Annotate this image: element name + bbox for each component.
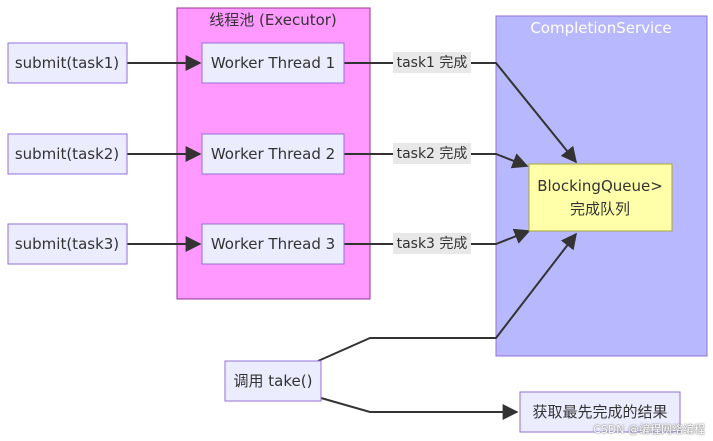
edge-label-bg-2: [393, 143, 471, 164]
edge-take-queue: [317, 232, 577, 362]
result-box: [519, 391, 681, 433]
watermark: CSDN @编程网络编程: [593, 423, 705, 436]
take-label: 调用 take(): [234, 372, 313, 390]
result-label: 获取最先完成的结果: [532, 403, 667, 421]
worker-thread-1-node: [201, 42, 345, 84]
edge-label-task1-done: task1 完成: [397, 55, 468, 71]
submit-task2-node: [7, 133, 128, 175]
completion-queue-label: 完成队列: [570, 200, 630, 218]
edge-take-result: [320, 397, 519, 420]
result-node: 获取最先完成的结果: [519, 391, 681, 433]
take-node: 调用 take(): [224, 360, 322, 402]
completion-service-cluster-title: CompletionService: [530, 19, 671, 37]
submit-task1-node: [7, 42, 128, 84]
blocking-queue-box: [528, 163, 673, 232]
worker-thread-3-node: [201, 223, 345, 265]
submit-task2-label: submit(task2): [15, 145, 119, 163]
executor-cluster-title: 线程池 (Executor): [209, 11, 337, 29]
blocking-queue-node: BlockingQueue> 完成队列: [528, 163, 673, 232]
edges: [127, 55, 578, 420]
edge-label-task2-done: task2 完成: [397, 146, 468, 162]
edge-label-bg-1: [393, 52, 471, 73]
worker-nodes: Worker Thread 1 Worker Thread 2 Worker T…: [201, 42, 345, 265]
edge-labels: task1 完成 task2 完成 task3 完成: [393, 52, 471, 254]
edge-label-task3-done: task3 完成: [397, 236, 468, 252]
worker-thread-3-label: Worker Thread 3: [211, 235, 335, 253]
submit-task3-node: [7, 223, 128, 265]
submit-nodes: submit(task1) submit(task2) submit(task3…: [7, 42, 128, 265]
edge-label-bg-3: [393, 233, 471, 254]
submit-task1-label: submit(task1): [15, 54, 119, 72]
worker-thread-2-label: Worker Thread 2: [211, 145, 335, 163]
take-box: [224, 360, 322, 402]
worker-thread-1-label: Worker Thread 1: [211, 54, 335, 72]
submit-task3-label: submit(task3): [15, 235, 119, 253]
blocking-queue-label: BlockingQueue>: [537, 177, 663, 195]
worker-thread-2-node: [201, 133, 345, 175]
